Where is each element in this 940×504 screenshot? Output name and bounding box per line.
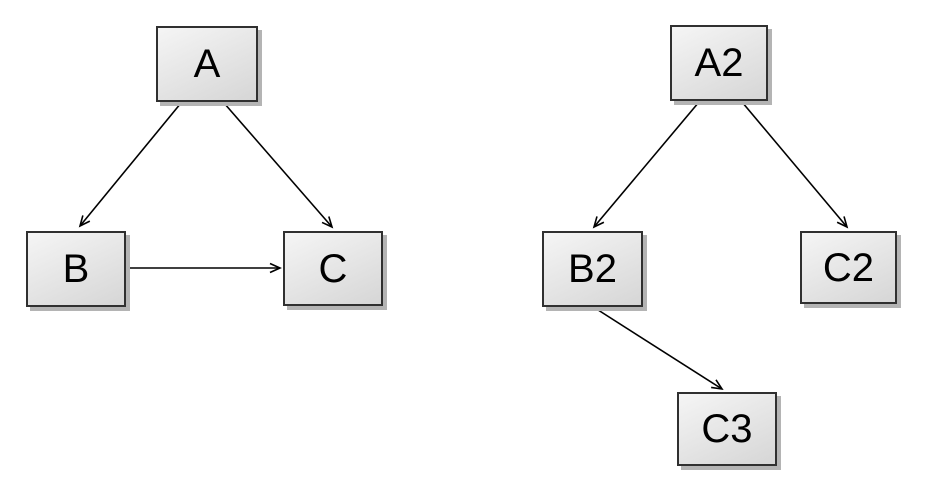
node-label: C3 [701, 407, 753, 451]
node-C2[interactable]: C2 [800, 231, 897, 304]
node-label: C [318, 246, 348, 291]
node-label: B [62, 247, 90, 291]
node-B2[interactable]: B2 [542, 231, 643, 307]
node-label: A [193, 42, 221, 86]
node-label: B2 [568, 247, 617, 291]
node-C[interactable]: C [283, 231, 383, 306]
node-C3[interactable]: C3 [677, 392, 777, 466]
node-A[interactable]: A [156, 26, 258, 102]
node-A2[interactable]: A2 [670, 25, 768, 101]
node-label: C2 [822, 245, 875, 290]
node-label: A2 [694, 41, 744, 85]
node-B[interactable]: B [26, 231, 126, 307]
